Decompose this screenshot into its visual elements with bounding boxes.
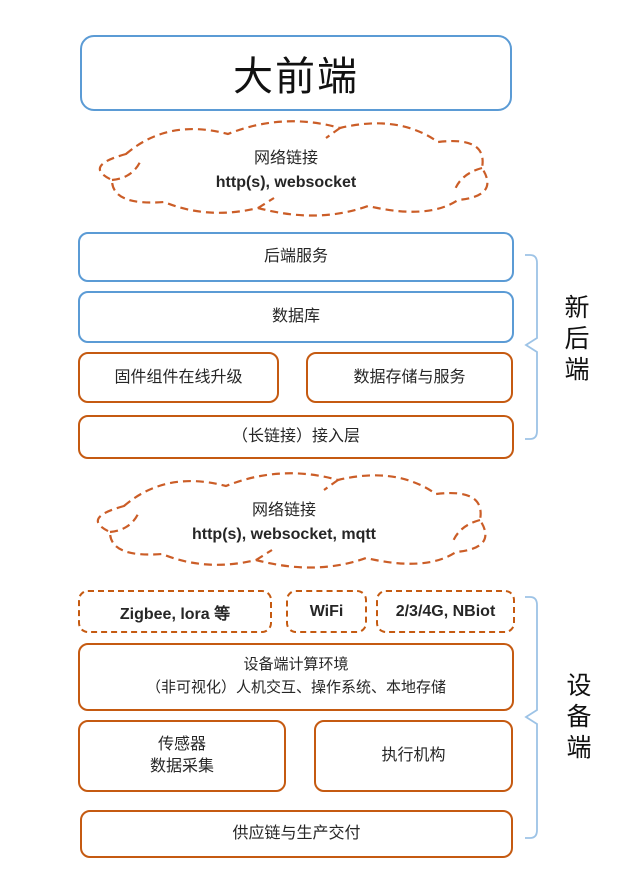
backend-service-label: 后端服务 [263,248,328,265]
cloud-bottom-title: 网络链接 [251,502,316,519]
cellular-nbiot-label: 2/3/4G, NBiot [395,602,496,620]
backend-service-box: 后端服务 [78,232,514,282]
zigbee-lora-box: Zigbee, lora 等 [78,590,272,633]
sensor-label-line1: 传感器 [157,736,206,753]
supply-chain-box: 供应链与生产交付 [80,810,513,858]
cloud-top-title: 网络链接 [253,150,318,167]
device-group-label: 设备端 [563,672,590,765]
actuator-label: 执行机构 [381,747,446,764]
device-brace-icon [523,596,541,839]
device-env-title: 设备端计算环境 [243,657,349,673]
access-layer-label: （长链接）接入层 [231,428,360,445]
network-cloud-bottom: 网络链接 http(s), websocket, mqtt [66,464,502,580]
zigbee-lora-label: Zigbee, lora 等 [119,605,231,623]
device-env-detail: （非可视化）人机交互、操作系统、本地存储 [145,680,446,696]
wifi-label: WiFi [309,602,344,620]
cloud-top-protocols: http(s), websocket [215,174,357,191]
sensor-label-line2: 数据采集 [149,758,214,775]
device-computing-env-box: 设备端计算环境 （非可视化）人机交互、操作系统、本地存储 [78,643,514,711]
supply-chain-label: 供应链与生产交付 [232,825,361,842]
firmware-upgrade-label: 固件组件在线升级 [114,368,243,386]
data-storage-box: 数据存储与服务 [306,352,513,403]
firmware-upgrade-box: 固件组件在线升级 [78,352,279,403]
cellular-nbiot-box: 2/3/4G, NBiot [376,590,515,633]
sensor-box: 传感器 数据采集 [78,720,286,792]
backend-brace-icon [523,254,541,440]
big-frontend-box: 大前端 [80,35,512,111]
data-storage-label: 数据存储与服务 [353,368,466,386]
database-box: 数据库 [78,291,514,343]
database-label: 数据库 [271,308,320,325]
wifi-box: WiFi [286,590,367,633]
backend-group-label: 新后端 [561,294,588,387]
network-cloud-top: 网络链接 http(s), websocket [68,112,504,228]
big-frontend-label: 大前端 [233,54,359,99]
access-layer-box: （长链接）接入层 [78,415,514,459]
actuator-box: 执行机构 [314,720,513,792]
cloud-bottom-protocols: http(s), websocket, mqtt [191,526,376,543]
